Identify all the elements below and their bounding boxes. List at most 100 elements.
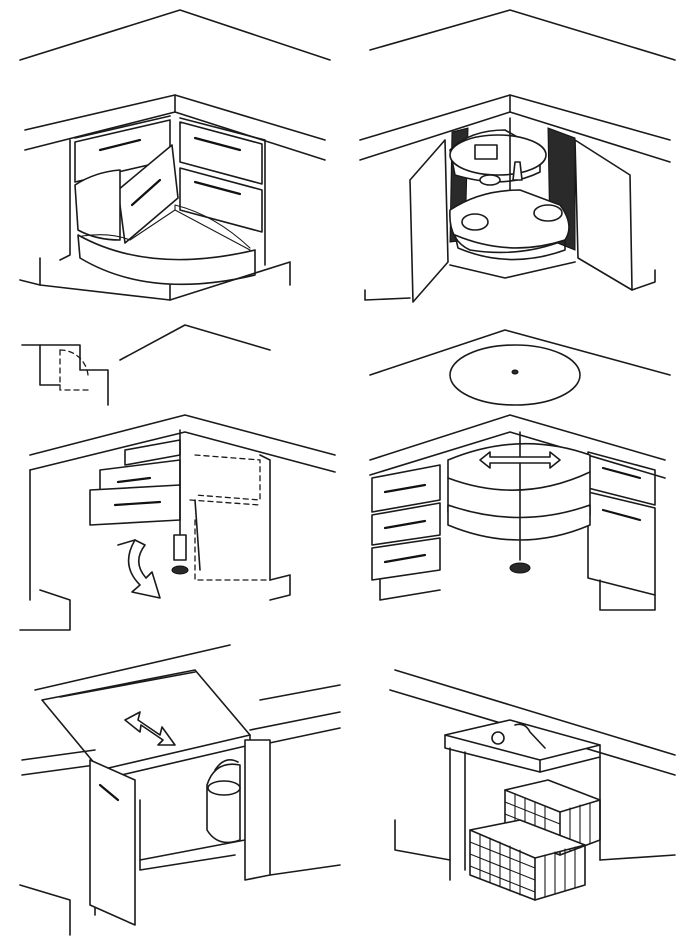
box-item: [474, 144, 498, 160]
countertop-front: [444, 734, 541, 773]
right-door-edge: [244, 739, 271, 881]
left-drawer-3: [371, 537, 441, 581]
plinth-left: [394, 819, 451, 861]
double-arrow-icon: [124, 711, 176, 746]
right-door: [587, 491, 656, 596]
curved-drawer-left: [74, 169, 121, 241]
left-cabinet-top: [74, 115, 171, 139]
lower-basket-front: [469, 829, 536, 901]
counter-edge-left: [21, 749, 96, 761]
drawer-handle-icon: [383, 483, 427, 494]
left-cabinet-edge: [59, 139, 71, 261]
wall-outline: [19, 9, 331, 61]
top-right-drawer: [179, 121, 263, 185]
counter-front-left: [21, 764, 96, 776]
wall-outline: [369, 329, 671, 376]
drawer-handle-icon: [116, 476, 152, 484]
plan-swing-arc: [59, 349, 89, 376]
plinth-left: [19, 589, 71, 631]
swing-arrow-tail: [117, 539, 136, 546]
plan-inner: [39, 344, 61, 386]
countertop-edge: [369, 414, 666, 461]
drawer-curve-back: [174, 204, 251, 249]
pole-foot: [509, 562, 531, 574]
rotation-arrow-icon: [479, 451, 561, 469]
countertop-front: [369, 431, 666, 479]
floor-line-right: [599, 854, 676, 861]
panel-1-corner-drawers: [19, 9, 331, 301]
hidden-drawer-outline: [194, 454, 261, 501]
waste-bin-icon: [206, 763, 241, 844]
drawer-handle-icon: [383, 553, 427, 564]
wall-outline: [394, 669, 676, 756]
revolving-lower-shelf: [447, 504, 591, 541]
plinth-right: [169, 261, 291, 301]
upper-basket-side: [559, 799, 601, 856]
plinth-center: [449, 261, 576, 279]
drawer-handle-icon: [98, 783, 120, 802]
bowl-item: [533, 204, 563, 222]
plan-view-inset: [21, 344, 109, 406]
plinth-left: [364, 289, 411, 301]
wall-outline: [119, 324, 271, 361]
plinth-left: [379, 579, 441, 601]
drawer-handle-icon: [601, 466, 642, 480]
plan-outline: [21, 344, 109, 406]
waste-bin-rim: [207, 780, 241, 796]
lid-center-hole: [511, 369, 519, 375]
pole-base: [173, 534, 187, 561]
drawer-handle-icon: [193, 180, 242, 196]
wall-outline: [34, 644, 231, 691]
open-cabinet-door: [89, 759, 136, 926]
cabinet-interior-shelf: [139, 854, 236, 871]
panel-4-revolving-shelves: [369, 329, 671, 611]
jar-item: [479, 174, 501, 186]
panel-3-swing-out-drawers: [19, 324, 336, 631]
curved-bottom-drawer-front: [77, 234, 256, 286]
panel-6-wire-baskets: [389, 669, 676, 901]
middle-right-drawer: [179, 167, 263, 233]
left-drawer-1: [371, 464, 441, 513]
right-cabinet-edge: [179, 117, 266, 266]
drawer-handle-icon: [383, 519, 427, 530]
drawer-handle-icon: [130, 178, 162, 207]
angled-drawer-front: [117, 144, 179, 244]
countertop-front: [29, 431, 336, 473]
floor-line-right: [269, 864, 341, 876]
worktop-inner-edge: [59, 671, 196, 698]
drawer-handle-icon: [113, 500, 162, 507]
plinth-left: [19, 884, 71, 936]
wire-basket-icon: [469, 819, 586, 901]
lower-tray-rim: [454, 234, 566, 261]
hidden-cabinet-outline: [194, 519, 271, 581]
upper-tray-surface: [449, 134, 547, 176]
cabinet-divider: [194, 499, 201, 571]
lower-basket-grid: [469, 833, 576, 898]
counter-front-right: [259, 727, 341, 746]
right-drawer-1: [587, 451, 656, 506]
pole-foot: [171, 565, 189, 575]
drawer-handle-icon: [98, 138, 142, 152]
turntable-lid: [449, 344, 581, 406]
countertop-edge: [359, 94, 671, 141]
left-drawer-2: [371, 502, 441, 546]
wall-outline: [369, 9, 676, 61]
plinth-left: [39, 257, 171, 301]
counter-edge-right: [249, 711, 341, 731]
pull-out-worktop: [41, 669, 251, 771]
panel-5-pull-out-worktop: [19, 644, 341, 936]
plan-dashed-drawer: [59, 349, 89, 391]
plinth-right: [631, 269, 656, 291]
bottom-swing-drawer: [89, 484, 181, 526]
drawer-handle-icon: [193, 136, 242, 152]
hidden-drawer-edge: [189, 499, 261, 506]
plinth-right: [599, 579, 656, 611]
bottle-item: [512, 161, 523, 181]
curved-bottom-drawer-inside: [81, 209, 251, 251]
lower-basket-side: [534, 844, 586, 901]
floor-line: [19, 279, 41, 286]
right-cabinet-edge: [259, 454, 271, 581]
right-open-door: [574, 139, 633, 291]
